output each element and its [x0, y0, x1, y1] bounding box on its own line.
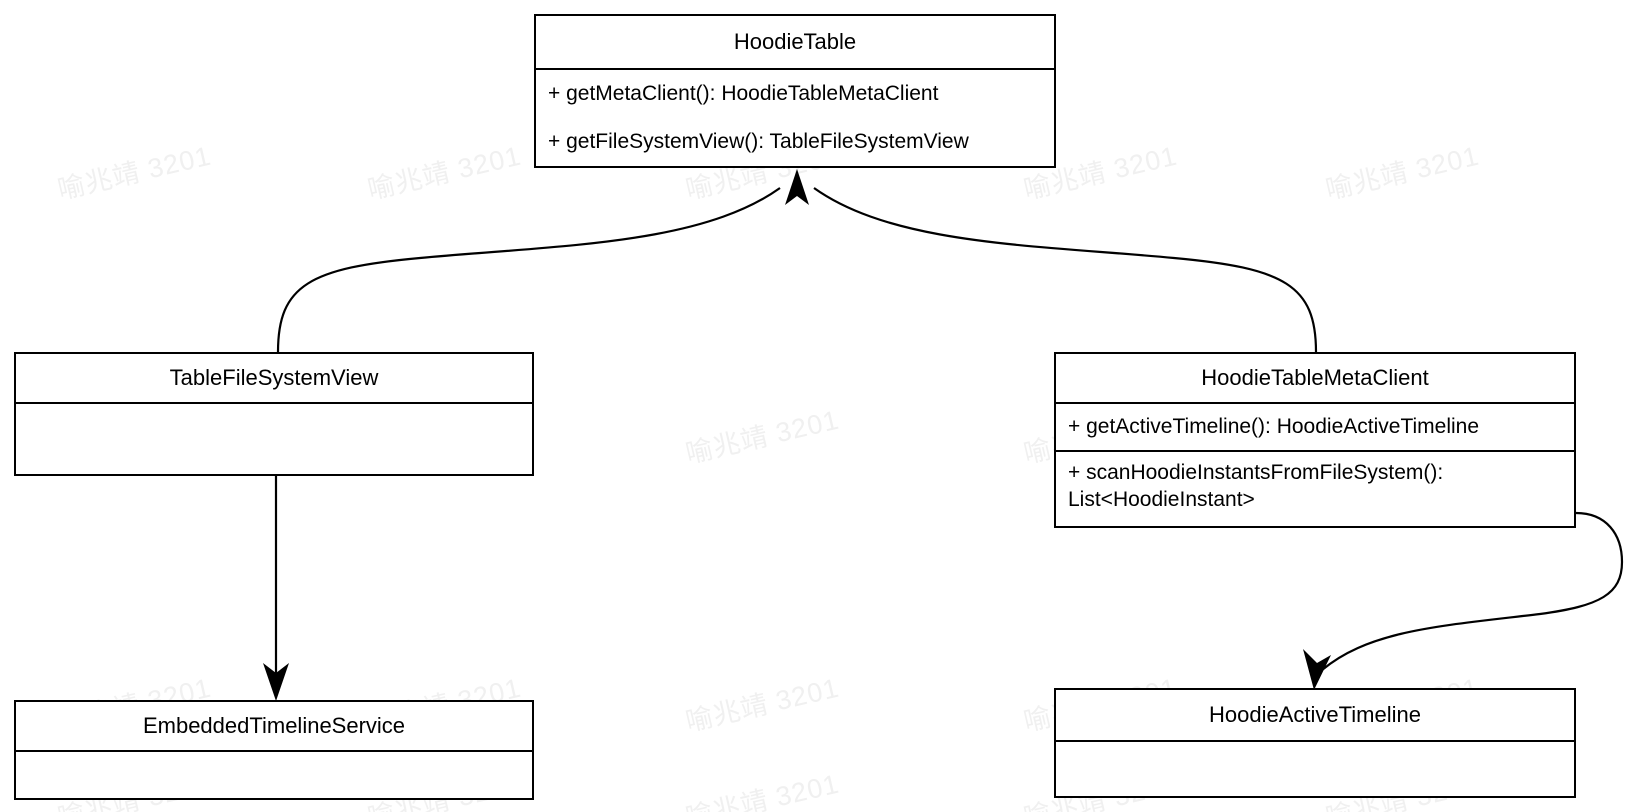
class-methods-hoodie-active-timeline — [1056, 742, 1574, 796]
edge-hoodietablemetaclient-to-hoodieactivetimeline — [1303, 511, 1624, 690]
watermark-text: 喻兆靖 3201 — [682, 768, 843, 812]
class-name-hoodie-table-meta-client: HoodieTableMetaClient — [1056, 354, 1574, 404]
class-name-table-file-system-view: TableFileSystemView — [16, 354, 532, 404]
class-name-hoodie-active-timeline: HoodieActiveTimeline — [1056, 690, 1574, 742]
class-name-hoodie-table: HoodieTable — [536, 16, 1054, 70]
arrowhead-hoodie-table — [785, 169, 809, 205]
edge-tablefilesystemview-to-embeddedtimelineservice — [263, 476, 289, 701]
edge-hoodietablemetaclient-to-hoodietable — [785, 169, 1318, 353]
arrowhead-embedded-timeline-service — [263, 663, 289, 701]
class-box-hoodie-active-timeline[interactable]: HoodieActiveTimeline — [1054, 688, 1576, 798]
class-methods-table-file-system-view — [16, 404, 532, 474]
class-method: + scanHoodieInstantsFromFileSystem(): Li… — [1068, 461, 1444, 511]
watermark-text: 喻兆靖 3201 — [682, 404, 843, 470]
watermark-text: 喻兆靖 3201 — [682, 672, 843, 738]
class-name-embedded-timeline-service: EmbeddedTimelineService — [16, 702, 532, 752]
class-method: + getFileSystemView(): TableFileSystemVi… — [548, 130, 969, 153]
class-methods-hoodie-table-meta-client: + getActiveTimeline(): HoodieActiveTimel… — [1056, 404, 1574, 526]
watermark-text: 喻兆靖 3201 — [54, 140, 215, 206]
watermark-text: 喻兆靖 3201 — [364, 140, 525, 206]
class-method: + getActiveTimeline(): HoodieActiveTimel… — [1056, 404, 1574, 452]
class-box-embedded-timeline-service[interactable]: EmbeddedTimelineService — [14, 700, 534, 800]
class-method: + getMetaClient(): HoodieTableMetaClient — [548, 82, 939, 105]
class-box-hoodie-table-meta-client[interactable]: HoodieTableMetaClient + getActiveTimelin… — [1054, 352, 1576, 528]
arrowhead-hoodie-active-timeline — [1303, 649, 1331, 690]
class-box-hoodie-table[interactable]: HoodieTable + getMetaClient(): HoodieTab… — [534, 14, 1056, 168]
class-box-table-file-system-view[interactable]: TableFileSystemView — [14, 352, 534, 476]
class-methods-hoodie-table: + getMetaClient(): HoodieTableMetaClient… — [536, 70, 1054, 166]
class-methods-embedded-timeline-service — [16, 752, 532, 798]
edge-tablefilesystemview-to-hoodietable — [276, 187, 781, 353]
watermark-text: 喻兆靖 3201 — [1322, 140, 1483, 206]
